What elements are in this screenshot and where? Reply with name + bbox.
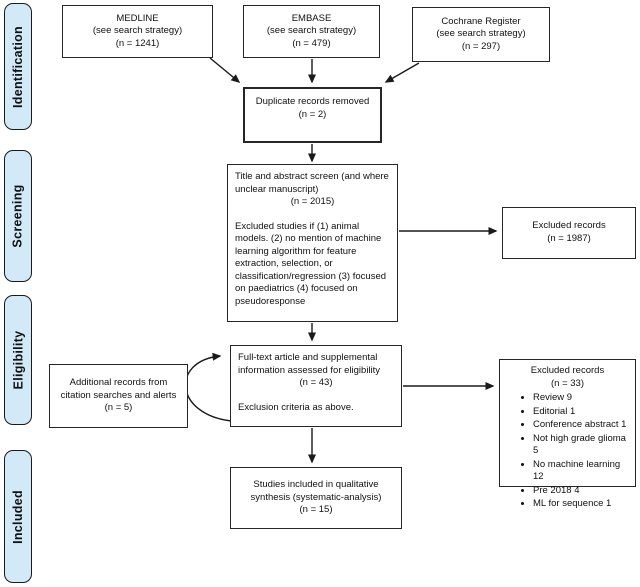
box-cochrane: Cochrane Register (see search strategy) … (412, 7, 550, 62)
additional-count: (n = 5) (104, 402, 133, 414)
arrow-additional-to-fulltext-curve (184, 352, 232, 422)
arrow-medline-to-duplicates (209, 57, 241, 83)
stage-identification-label: Identification (11, 25, 26, 108)
excluded-reason: Editorial 1 (533, 406, 628, 419)
excluded-fulltext-line: Excluded records (530, 365, 605, 376)
duplicates-line: Duplicate records removed (255, 96, 370, 107)
box-studies-included: Studies included in qualitative synthesi… (230, 467, 402, 529)
spacer (235, 209, 390, 221)
box-excluded-screening: Excluded records (n = 1987) (502, 207, 636, 259)
box-medline: MEDLINE (see search strategy) (n = 1241) (62, 5, 213, 58)
stage-eligibility-label: Eligibility (11, 330, 25, 390)
box-fulltext-assessment: Full-text article and supplemental infor… (230, 345, 402, 427)
stage-screening: Screening (4, 150, 32, 282)
title-abstract-criteria: Excluded studies if (1) animal models. (… (235, 220, 387, 307)
medline-name: MEDLINE (116, 12, 159, 24)
spacer (238, 390, 394, 402)
arrow-cochrane-to-duplicates (384, 62, 420, 83)
box-additional-records: Additional records from citation searche… (49, 364, 188, 428)
fulltext-line: Full-text article and supplemental infor… (238, 352, 381, 376)
stage-eligibility: Eligibility (4, 295, 32, 425)
box-excluded-fulltext: Excluded records (n = 33) Review 9 Edito… (499, 359, 636, 509)
excluded-reason: Pre 2018 4 (533, 485, 628, 498)
cochrane-sub: (see search strategy) (436, 28, 526, 40)
excluded-screening-line: Excluded records (532, 220, 606, 232)
included-line: Studies included in qualitative synthesi… (250, 479, 382, 503)
excluded-fulltext-count: (n = 33) (550, 377, 584, 389)
cochrane-name: Cochrane Register (441, 15, 521, 27)
title-abstract-line: Title and abstract screen (and where unc… (235, 171, 389, 195)
included-count: (n = 15) (299, 504, 333, 516)
box-duplicates-removed: Duplicate records removed (n = 2) (243, 87, 382, 143)
cochrane-count: (n = 297) (461, 40, 501, 52)
stage-identification: Identification (4, 3, 32, 130)
box-title-abstract-screen: Title and abstract screen (and where unc… (227, 164, 398, 322)
excluded-screening-count: (n = 1987) (547, 233, 591, 244)
embase-name: EMBASE (291, 12, 332, 24)
stage-screening-label: Screening (11, 184, 26, 248)
medline-count: (n = 1241) (115, 37, 160, 49)
excluded-reason: Review 9 (533, 392, 628, 405)
excluded-reason: Conference abstract 1 (533, 419, 628, 432)
stage-included: Included (4, 450, 32, 583)
excluded-reason: No machine learning 12 (533, 459, 628, 484)
fulltext-criteria: Exclusion criteria as above. (238, 401, 354, 413)
excluded-reason: Not high grade glioma 5 (533, 433, 628, 458)
title-abstract-count: (n = 2015) (290, 196, 335, 208)
embase-count: (n = 479) (292, 37, 331, 49)
embase-sub: (see search strategy) (266, 25, 357, 37)
excluded-fulltext-reasons-list: Review 9 Editorial 1 Conference abstract… (507, 392, 628, 511)
medline-sub: (see search strategy) (92, 25, 183, 37)
fulltext-count: (n = 43) (299, 377, 333, 389)
box-embase: EMBASE (see search strategy) (n = 479) (243, 5, 380, 58)
duplicates-count: (n = 2) (298, 108, 327, 120)
additional-line: Additional records from citation searche… (60, 377, 177, 401)
stage-included-label: Included (11, 489, 26, 544)
excluded-reason: ML for sequence 1 (533, 498, 628, 511)
